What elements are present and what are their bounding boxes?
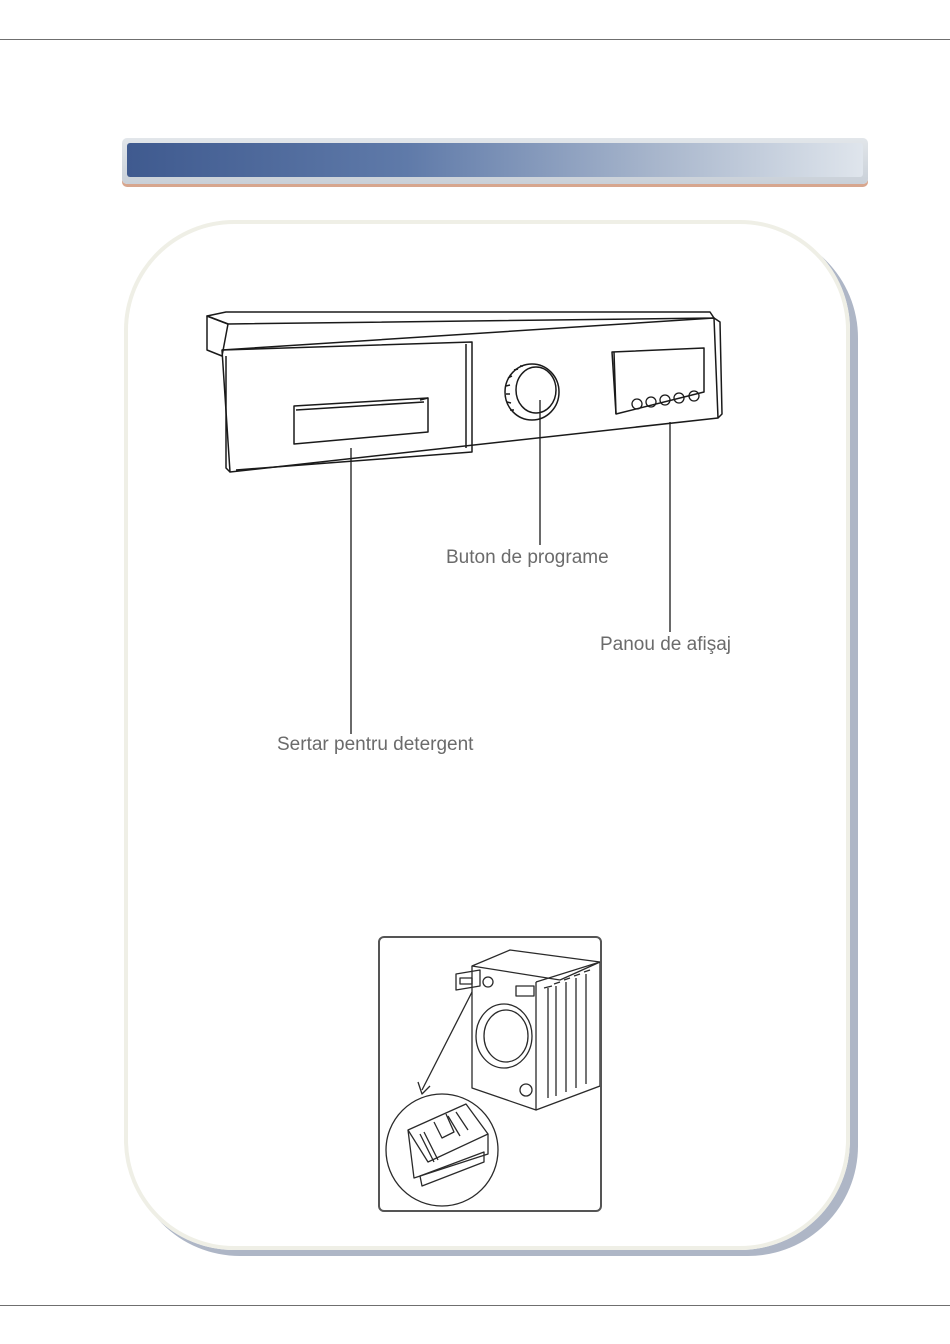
machine-side [536,962,600,1110]
drawer-detail-handle [420,1152,484,1186]
display-window [612,348,704,414]
washing-machine-illustration [380,938,600,1210]
machine-display [516,986,534,996]
drawer-handle [294,398,428,444]
magnifier-circle [386,1094,498,1206]
detergent-drawer-label: Sertar pentru detergent [277,734,473,756]
machine-filter-cap [520,1084,532,1096]
program-knob-label: Buton de programe [446,547,609,569]
button-3 [660,395,670,405]
display-panel-label: Panou de afişaj [600,634,731,656]
display-buttons [632,391,699,409]
machine-front [472,966,536,1110]
washing-machine-inset [378,936,602,1212]
program-knob [505,364,559,420]
arrow-line [422,992,472,1090]
machine-top [472,950,600,980]
button-1 [632,399,642,409]
drawer-face [222,342,472,470]
drawer-detail-top [408,1104,488,1162]
panel-front-face [222,318,718,472]
arrow-head [418,1082,430,1094]
